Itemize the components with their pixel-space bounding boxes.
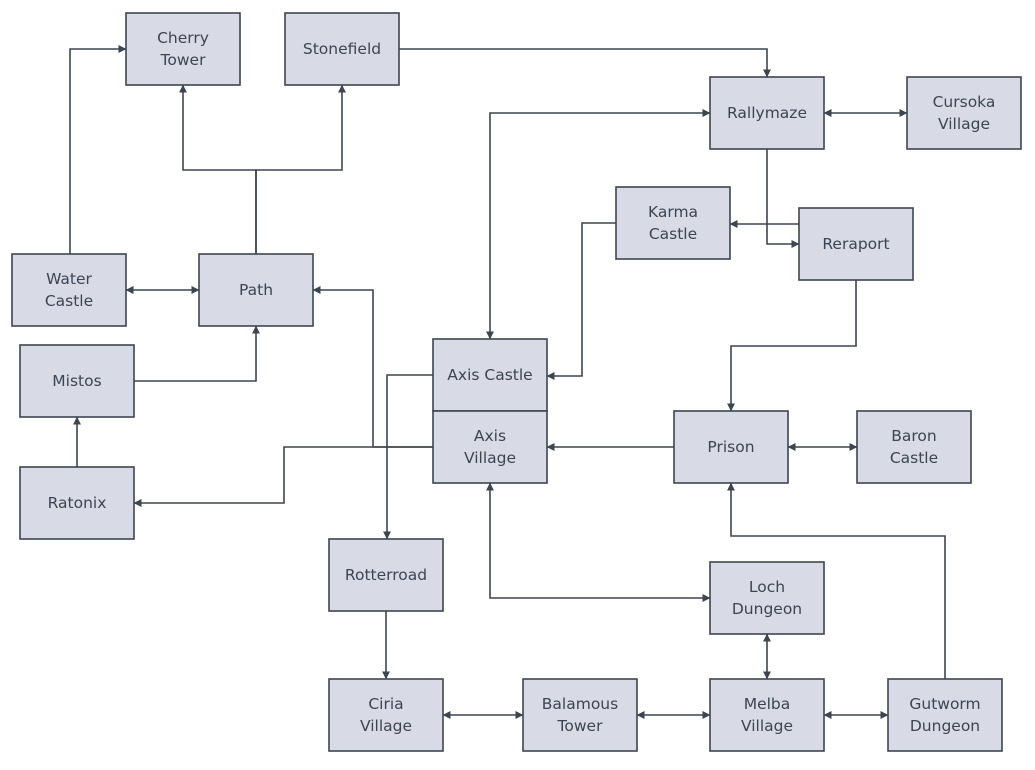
- node-prison: Prison: [673, 410, 789, 484]
- node-label: Loch: [749, 578, 785, 596]
- node-stonefield: Stonefield: [284, 12, 400, 86]
- edge-mistos-to-path: [134, 325, 260, 382]
- node-box: [19, 466, 135, 540]
- edge-gutworm-dungeon-to-prison: [727, 482, 946, 679]
- node-label: Village: [360, 717, 412, 735]
- node-label: Karma: [648, 203, 698, 221]
- edge-axis-village-to-ratonix: [133, 446, 433, 507]
- node-label: Water: [46, 270, 92, 288]
- node-label: Rotterroad: [345, 566, 427, 584]
- node-label: Cherry: [157, 29, 209, 47]
- node-label: Tower: [557, 717, 604, 735]
- node-label: Castle: [649, 225, 697, 243]
- edge-rallymaze-to-reraport: [766, 149, 800, 248]
- node-axis-castle: Axis Castle: [432, 338, 548, 412]
- node-reraport: Reraport: [798, 207, 914, 281]
- node-label: Village: [938, 115, 990, 133]
- node-label: Dungeon: [910, 717, 980, 735]
- node-label: Reraport: [822, 235, 889, 253]
- node-box: [328, 538, 444, 612]
- node-box: [284, 12, 400, 86]
- edge-axis-village-to-loch-dungeon: [486, 482, 711, 602]
- node-box: [198, 253, 314, 327]
- edge-axis-village-to-path: [312, 286, 433, 448]
- node-label: Stonefield: [303, 40, 381, 58]
- node-box: [615, 186, 731, 260]
- node-label: Mistos: [52, 372, 101, 390]
- node-box: [11, 253, 127, 327]
- edge-stonefield-to-rallymaze: [399, 48, 771, 78]
- node-label: Gutworm: [909, 695, 980, 713]
- node-box: [328, 678, 444, 752]
- node-box: [19, 344, 135, 418]
- node-label: Village: [464, 449, 516, 467]
- edge-rallymaze-to-axis-castle: [486, 109, 711, 340]
- node-mistos: Mistos: [19, 344, 135, 418]
- node-label: Ciria: [368, 695, 403, 713]
- node-path: Path: [198, 253, 314, 327]
- node-box: [125, 12, 241, 86]
- node-label: Melba: [744, 695, 791, 713]
- edge-axis-castle-to-rotterroad: [383, 374, 433, 540]
- edge-path-to-cherry-tower: [179, 84, 257, 254]
- node-box: [906, 76, 1022, 150]
- node-label: Axis: [474, 427, 506, 445]
- node-box: [709, 561, 825, 635]
- node-label: Castle: [890, 449, 938, 467]
- node-box: [709, 76, 825, 150]
- edge-karma-castle-to-axis-castle: [546, 222, 616, 380]
- edge-path-to-stonefield: [255, 84, 346, 254]
- node-box: [673, 410, 789, 484]
- node-label: Rallymaze: [727, 104, 807, 122]
- node-box: [856, 410, 972, 484]
- node-label: Tower: [160, 51, 207, 69]
- node-box: [522, 678, 638, 752]
- node-label: Cursoka: [933, 93, 996, 111]
- edge-water-castle-to-cherry-tower: [69, 45, 127, 254]
- node-label: Path: [239, 281, 273, 299]
- node-rallymaze: Rallymaze: [709, 76, 825, 150]
- node-label: Prison: [707, 438, 754, 456]
- node-box: [432, 410, 548, 484]
- node-label: Ratonix: [48, 494, 107, 512]
- node-label: Baron: [891, 427, 936, 445]
- node-rotterroad: Rotterroad: [328, 538, 444, 612]
- node-box: [798, 207, 914, 281]
- edges: [69, 45, 946, 719]
- node-box: [887, 678, 1003, 752]
- node-label: Castle: [45, 292, 93, 310]
- node-label: Dungeon: [732, 600, 802, 618]
- node-label: Axis Castle: [447, 366, 532, 384]
- node-label: Balamous: [542, 695, 618, 713]
- node-box: [709, 678, 825, 752]
- node-label: Village: [741, 717, 793, 735]
- node-box: [432, 338, 548, 412]
- edge-reraport-to-prison: [727, 280, 857, 412]
- node-ratonix: Ratonix: [19, 466, 135, 540]
